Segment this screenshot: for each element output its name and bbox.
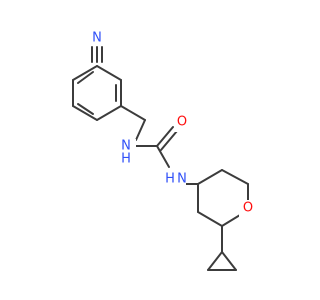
bond-r1-r2 (197, 169, 223, 185)
bond-o-r5 (221, 214, 241, 227)
bond-ch2-nh (135, 119, 146, 141)
bond-cp-1 (207, 251, 223, 271)
bond-carbonyl-o-b (160, 130, 178, 151)
amine-h-left-label: H (121, 152, 131, 167)
carbonyl-o-label: O (177, 115, 187, 130)
ring-o-label: O (243, 201, 253, 216)
molecule-structure: N N H O H N O (72, 30, 257, 271)
bond-r5-r6 (197, 211, 223, 227)
bond-c6-c1 (72, 65, 98, 81)
oxane-ring (197, 169, 249, 227)
inner-double-3 (77, 71, 94, 84)
benzene-ring (72, 65, 122, 121)
nitrile-n-label: N (92, 31, 102, 46)
amine-n-right-label: N (177, 172, 187, 187)
bond-cp-3 (221, 251, 237, 271)
amine-n-left-label: N (121, 139, 131, 154)
bond-carbonyl-o-a (156, 126, 174, 147)
nitrile-group (91, 46, 103, 63)
cyclopropyl-group (207, 225, 237, 271)
bond-c1-c2 (96, 65, 122, 81)
amine-h-right-label: H (165, 172, 175, 187)
atom-labels: N N H O H N O (90, 30, 257, 218)
inner-double-2 (77, 103, 94, 115)
bond-ring-ch2 (120, 105, 146, 121)
bond-c3-c4 (96, 105, 122, 121)
bond-carbonyl-nh (156, 145, 170, 168)
urea-linker (120, 105, 199, 185)
bond-c4-c5 (72, 105, 98, 121)
bond-r2-r3 (221, 169, 249, 185)
